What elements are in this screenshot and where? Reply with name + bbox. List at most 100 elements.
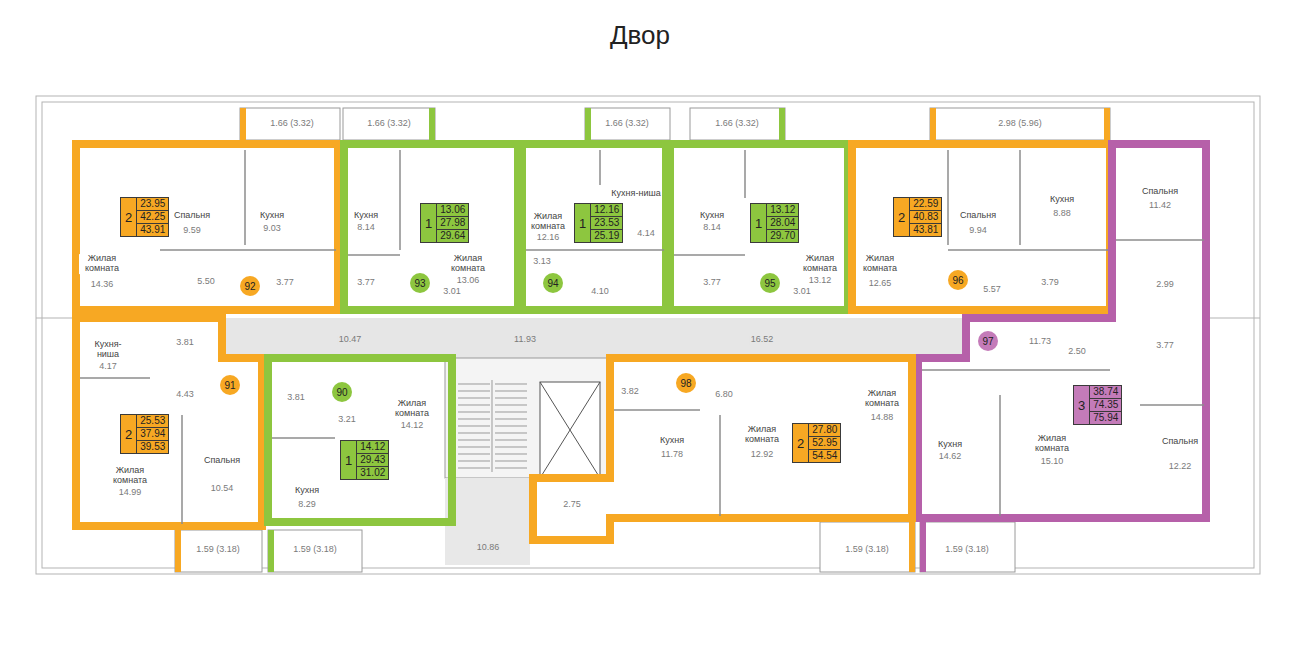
apartment-badge: 113.0627.9829.64 xyxy=(420,203,469,243)
area-value: 3.77 xyxy=(1155,341,1175,351)
room-name: Кухня xyxy=(294,486,320,496)
area-value: 14.12 xyxy=(357,441,388,454)
apartment-badge: 112.1623.5325.19 xyxy=(574,203,623,243)
area-column: 25.5337.9439.53 xyxy=(137,415,168,453)
room-name: Кухня xyxy=(659,436,685,446)
area-value: 23.95 xyxy=(137,198,168,211)
area-value: 13.12 xyxy=(767,204,798,217)
room-name: Спальня xyxy=(203,456,241,466)
balcony xyxy=(930,108,1110,140)
area-column: 13.0627.9829.64 xyxy=(437,204,468,242)
area-value: 5.57 xyxy=(982,285,1002,295)
area-value: 43.81 xyxy=(910,224,941,236)
apartment-number-text: 96 xyxy=(952,275,963,286)
area-value: 11.73 xyxy=(1028,337,1052,347)
area-value: 3.01 xyxy=(792,287,812,297)
stairwell xyxy=(445,358,607,478)
room-name: Жилая комната xyxy=(1029,434,1075,454)
area-value: 10.54 xyxy=(210,484,235,494)
room-count: 2 xyxy=(793,424,809,462)
balcony xyxy=(175,530,262,572)
apartment-badge: 223.9542.2543.91 xyxy=(120,197,169,237)
building-outline xyxy=(36,96,1260,574)
area-column: 13.1228.0429.70 xyxy=(767,204,798,242)
area-value: 10.47 xyxy=(338,335,363,345)
area-value: 2.75 xyxy=(562,500,582,510)
area-value: 28.04 xyxy=(767,217,798,230)
partition-wall xyxy=(348,254,400,256)
area-value: 31.02 xyxy=(357,467,388,479)
balcony xyxy=(820,522,915,572)
area-value: 8.88 xyxy=(1052,209,1072,219)
area-column: 14.1229.4331.02 xyxy=(357,441,388,479)
area-value: 12.16 xyxy=(591,204,622,217)
stairwell xyxy=(445,478,530,565)
area-value: 1.59 (3.18) xyxy=(292,545,338,555)
area-value: 12.16 xyxy=(536,233,561,243)
area-value: 3.79 xyxy=(1040,278,1060,288)
area-value: 3.82 xyxy=(620,387,640,397)
partition-wall xyxy=(719,415,721,516)
apartment-outline xyxy=(268,358,452,522)
area-value: 14.36 xyxy=(90,280,115,290)
area-value: 43.91 xyxy=(137,224,168,236)
area-value: 9.94 xyxy=(968,226,988,236)
room-name: Спальня xyxy=(1161,437,1199,447)
partition-wall xyxy=(674,254,745,256)
area-column: 38.7474.3575.94 xyxy=(1090,386,1121,424)
area-value: 40.83 xyxy=(910,211,941,224)
area-value: 12.65 xyxy=(868,279,893,289)
stairwell xyxy=(540,382,600,478)
area-value: 25.53 xyxy=(137,415,168,428)
apartment-outline xyxy=(670,144,848,310)
area-value: 14.88 xyxy=(870,413,895,423)
balcony-edge xyxy=(909,522,915,572)
area-value: 3.21 xyxy=(337,415,357,425)
room-name: Жилая комната xyxy=(739,425,785,445)
area-value: 6.80 xyxy=(714,390,734,400)
room-name: Жилая комната xyxy=(859,389,905,409)
stairwell xyxy=(458,380,527,472)
partition-wall xyxy=(399,150,401,250)
balcony xyxy=(343,108,435,140)
area-value: 37.94 xyxy=(137,428,168,441)
area-value: 75.94 xyxy=(1090,412,1121,424)
apartment-number-text: 91 xyxy=(224,380,235,391)
area-value: 10.86 xyxy=(476,543,501,553)
area-value: 15.10 xyxy=(1040,457,1065,467)
area-value: 4.10 xyxy=(590,287,610,297)
partition-wall xyxy=(947,150,949,245)
area-value: 3.77 xyxy=(275,278,295,288)
balcony-edge xyxy=(585,108,591,140)
area-value: 4.14 xyxy=(636,229,656,239)
area-value: 5.50 xyxy=(196,277,216,287)
room-name: Кухня-ниша xyxy=(90,340,126,360)
area-value: 29.43 xyxy=(357,454,388,467)
room-count: 1 xyxy=(341,441,357,479)
partition-wall xyxy=(614,409,700,411)
apartment-number-text: 93 xyxy=(414,278,425,289)
balcony xyxy=(920,522,1015,572)
area-value: 52.95 xyxy=(809,437,840,450)
partition-wall xyxy=(80,377,150,379)
room-name: Спальня xyxy=(1141,187,1179,197)
balcony xyxy=(585,108,670,140)
partition-wall xyxy=(948,249,1108,251)
area-value: 11.93 xyxy=(513,335,537,345)
apartment-number: 90 xyxy=(332,382,352,402)
apartment-outline xyxy=(76,144,338,310)
partition-wall xyxy=(160,249,336,251)
room-name: Жилая комната xyxy=(389,399,435,419)
area-value: 12.92 xyxy=(750,450,775,460)
area-value: 4.43 xyxy=(175,390,195,400)
balcony-edge xyxy=(175,530,181,572)
area-value: 13.06 xyxy=(437,204,468,217)
room-name: Жилая комната xyxy=(107,466,153,486)
area-value: 1.59 (3.18) xyxy=(195,545,241,555)
room-name: Кухня xyxy=(353,211,379,221)
area-column: 12.1623.5325.19 xyxy=(591,204,622,242)
apartment-number: 92 xyxy=(240,276,260,296)
apartment-number-text: 95 xyxy=(764,278,775,289)
room-count: 1 xyxy=(421,204,437,242)
